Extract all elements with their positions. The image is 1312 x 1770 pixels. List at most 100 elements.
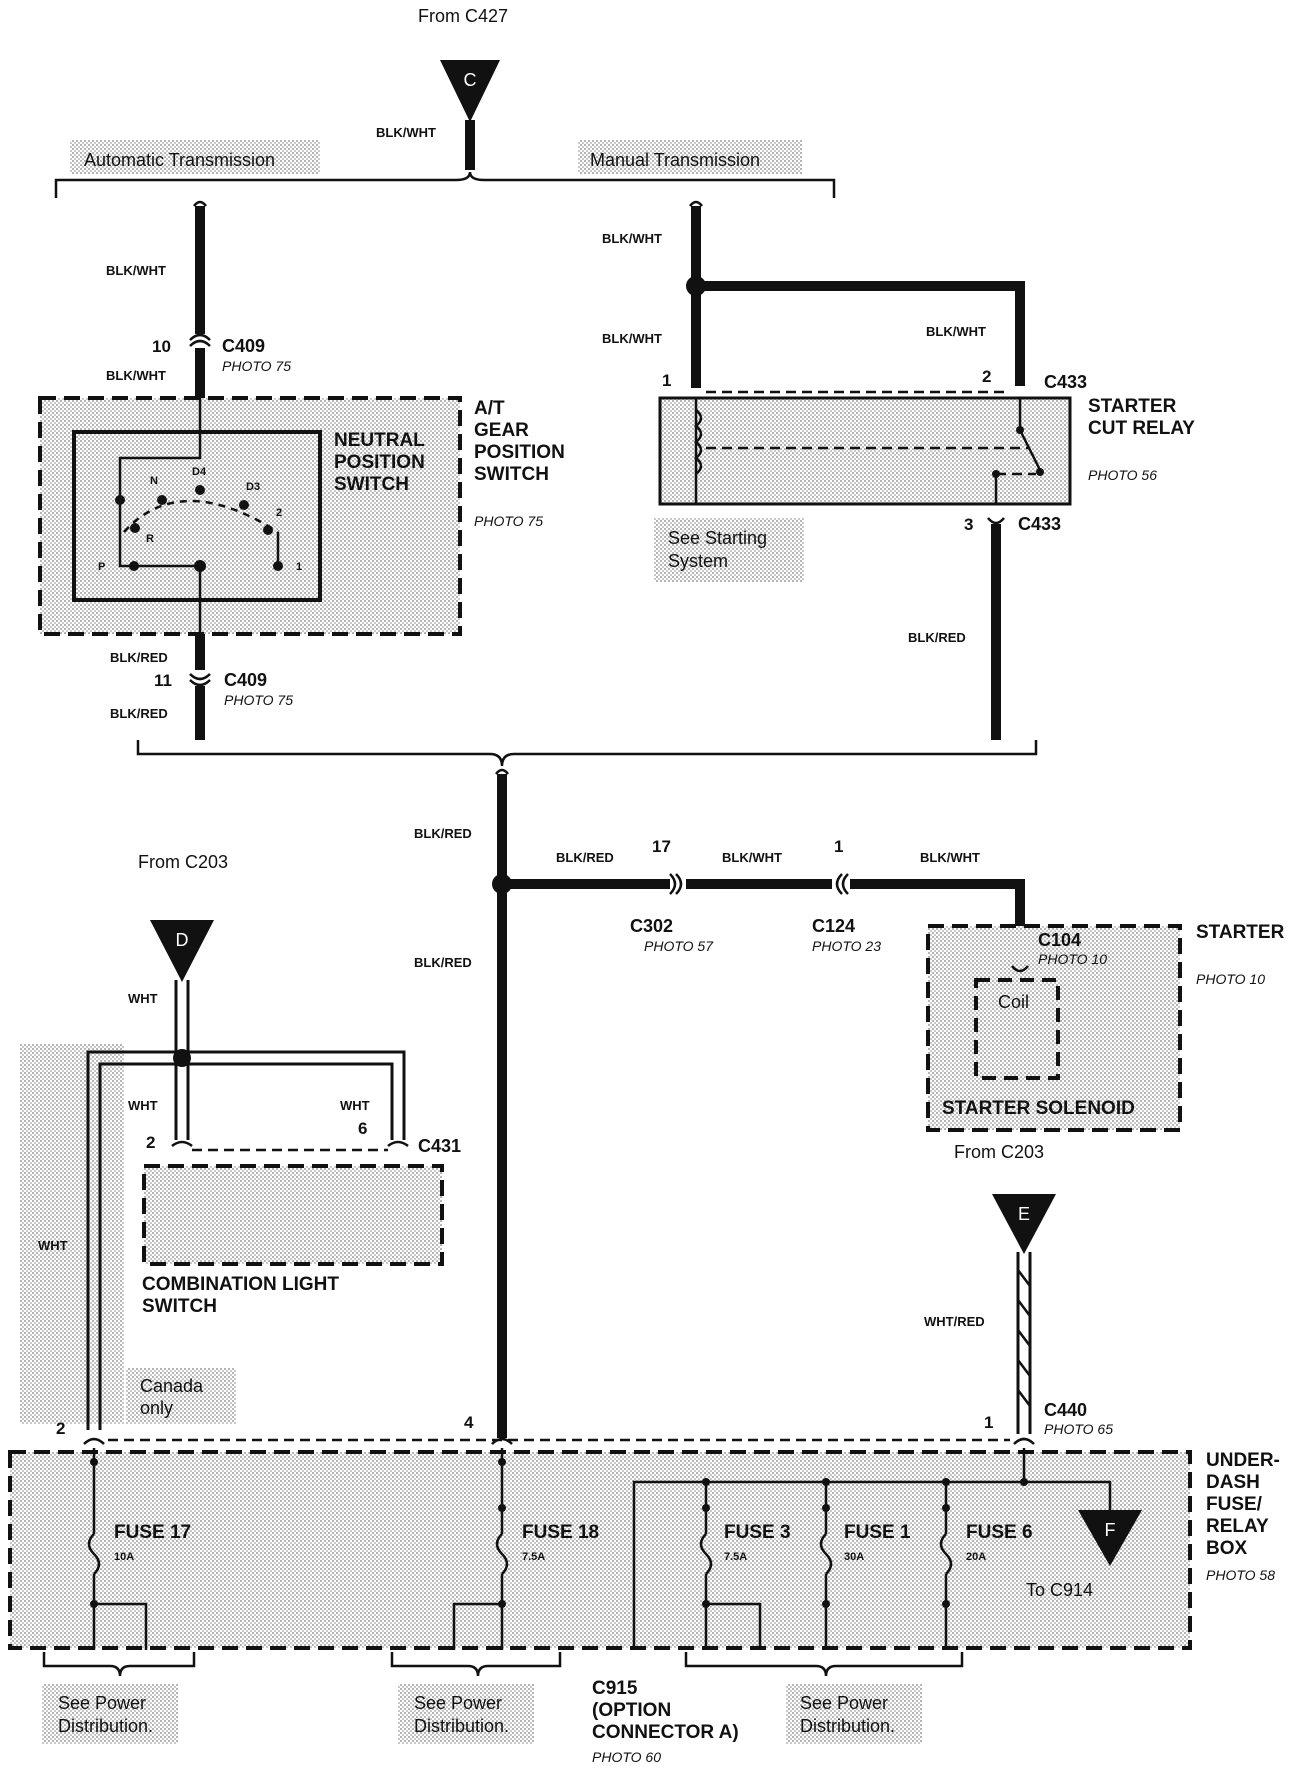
pin-11: 11 bbox=[154, 671, 172, 690]
wht-wire-color-2: WHT bbox=[128, 1098, 158, 1113]
wire-break-mark bbox=[193, 200, 207, 207]
terminal-d-letter: D bbox=[176, 930, 189, 950]
nps-title-3: SWITCH bbox=[334, 474, 409, 495]
neutral-position-switch bbox=[72, 430, 322, 602]
under-dash-fuse-relay-box bbox=[8, 1450, 1192, 1650]
terminal-f-letter: F bbox=[1105, 1520, 1116, 1540]
c302-connector-icon bbox=[669, 873, 683, 895]
fb-title-3: FUSE/ bbox=[1206, 1494, 1263, 1515]
manual-trans-label: Manual Transmission bbox=[590, 150, 760, 170]
wht-wire-color-3: WHT bbox=[340, 1098, 370, 1113]
c915-label-3: CONNECTOR A) bbox=[592, 1722, 739, 1743]
coil-box bbox=[974, 978, 1060, 1080]
fuse17-name: FUSE 17 bbox=[114, 1522, 191, 1543]
at-gear-position-switch-box bbox=[38, 396, 462, 636]
photo58-label: PHOTO 58 bbox=[1206, 1567, 1275, 1583]
from-c203-left: From C203 bbox=[138, 852, 228, 872]
see-power-1b: Distribution. bbox=[58, 1716, 153, 1736]
merge-brace bbox=[136, 740, 1038, 767]
c433b-label: C433 bbox=[1018, 514, 1061, 534]
pos-p: P bbox=[98, 561, 105, 573]
atg-title-1: A/T bbox=[474, 398, 505, 419]
c431-pin2-icon bbox=[171, 1140, 193, 1148]
main-wire-color-2: BLK/RED bbox=[414, 955, 472, 970]
photo10-label-b: PHOTO 10 bbox=[1196, 971, 1265, 987]
nps-title-1: NEUTRAL bbox=[334, 430, 425, 451]
fuse1-name: FUSE 1 bbox=[844, 1522, 911, 1543]
c440-label: C440 bbox=[1044, 1400, 1087, 1420]
atg-title-4: SWITCH bbox=[474, 464, 549, 485]
c431-label: C431 bbox=[418, 1136, 461, 1156]
c409-connector-icon bbox=[189, 333, 211, 347]
c124-label: C124 bbox=[812, 916, 855, 936]
at-wire-1-color: BLK/WHT bbox=[106, 263, 166, 278]
c104-label: C104 bbox=[1038, 930, 1081, 950]
atg-title-3: POSITION bbox=[474, 442, 565, 463]
wht-wires bbox=[86, 980, 406, 1430]
fb-title-5: BOX bbox=[1206, 1538, 1248, 1559]
fuse1-rating: 30A bbox=[844, 1551, 864, 1563]
fb-pin-2: 2 bbox=[56, 1419, 65, 1438]
wire-break-mark-3 bbox=[495, 768, 509, 775]
see-power-note-2 bbox=[398, 1684, 534, 1744]
pos-d4: D4 bbox=[192, 466, 207, 478]
fb-pin1-icon bbox=[1013, 1437, 1035, 1445]
terminal-d-icon: D bbox=[150, 920, 214, 982]
pos-n: N bbox=[150, 475, 158, 487]
pos-r: R bbox=[146, 533, 154, 545]
fuse17-rating: 10A bbox=[114, 1551, 134, 1563]
c-wire-color: BLK/WHT bbox=[376, 125, 436, 140]
see-power-2b: Distribution. bbox=[414, 1716, 509, 1736]
coil-label: Coil bbox=[998, 992, 1029, 1012]
fuse3-name: FUSE 3 bbox=[724, 1522, 791, 1543]
fb-pin4-icon bbox=[491, 1437, 513, 1445]
at-wire-2-color: BLK/WHT bbox=[106, 368, 166, 383]
pos-1: 1 bbox=[296, 561, 302, 573]
fuse3-rating: 7.5A bbox=[724, 1551, 747, 1563]
pin-10: 10 bbox=[152, 337, 171, 356]
relay-pin-2: 2 bbox=[982, 367, 991, 386]
fb-title-1: UNDER- bbox=[1206, 1450, 1280, 1471]
atg-title-2: GEAR bbox=[474, 420, 529, 441]
relay-pin-3: 3 bbox=[964, 515, 973, 534]
cls-title-1: COMBINATION LIGHT bbox=[142, 1274, 339, 1295]
canada-shade bbox=[20, 1044, 124, 1424]
fb-pin-4: 4 bbox=[464, 1413, 474, 1432]
wht-wire-color-left: WHT bbox=[38, 1238, 68, 1253]
mt-wire-4-color: BLK/RED bbox=[908, 630, 966, 645]
photo57-label: PHOTO 57 bbox=[644, 938, 714, 954]
canada-note bbox=[126, 1368, 236, 1424]
c915-label-2: (OPTION bbox=[592, 1700, 671, 1721]
to-c914-label: To C914 bbox=[1026, 1580, 1093, 1600]
c431-pin6-icon bbox=[387, 1140, 409, 1148]
see-power-note-1 bbox=[42, 1684, 178, 1744]
mt-wire-2-color: BLK/WHT bbox=[602, 331, 662, 346]
fuse-wiring bbox=[87, 1448, 1112, 1650]
c104-connector-icon bbox=[1011, 965, 1029, 973]
terminal-f-icon: F bbox=[1078, 1510, 1142, 1566]
photo60-label: PHOTO 60 bbox=[592, 1749, 661, 1765]
wht-wire-color-1: WHT bbox=[128, 991, 158, 1006]
c409b-connector-icon bbox=[189, 673, 211, 687]
fb-pin2-icon bbox=[83, 1437, 105, 1445]
cls-title-2: SWITCH bbox=[142, 1296, 217, 1317]
photo65-label: PHOTO 65 bbox=[1044, 1421, 1113, 1437]
fb-title-4: RELAY bbox=[1206, 1516, 1269, 1537]
at-wire-3-color: BLK/RED bbox=[110, 650, 168, 665]
wht-red-color: WHT/RED bbox=[924, 1314, 985, 1329]
pos-d3: D3 bbox=[246, 481, 260, 493]
pos-2: 2 bbox=[276, 507, 282, 519]
wht-red-wire bbox=[1016, 1252, 1032, 1434]
selector-contacts bbox=[115, 398, 283, 640]
at-wire-4-color: BLK/RED bbox=[110, 706, 168, 721]
canada-label-2: only bbox=[140, 1398, 173, 1418]
c915-label-1: C915 bbox=[592, 1678, 638, 1699]
relay-internals bbox=[694, 398, 1044, 504]
branch-wire-3-color: BLK/WHT bbox=[920, 850, 980, 865]
photo75-label-a: PHOTO 75 bbox=[222, 358, 291, 374]
pin-17: 17 bbox=[652, 837, 671, 856]
nps-title-2: POSITION bbox=[334, 452, 425, 473]
photo23-label: PHOTO 23 bbox=[812, 938, 881, 954]
pin-1-c124: 1 bbox=[834, 837, 843, 856]
